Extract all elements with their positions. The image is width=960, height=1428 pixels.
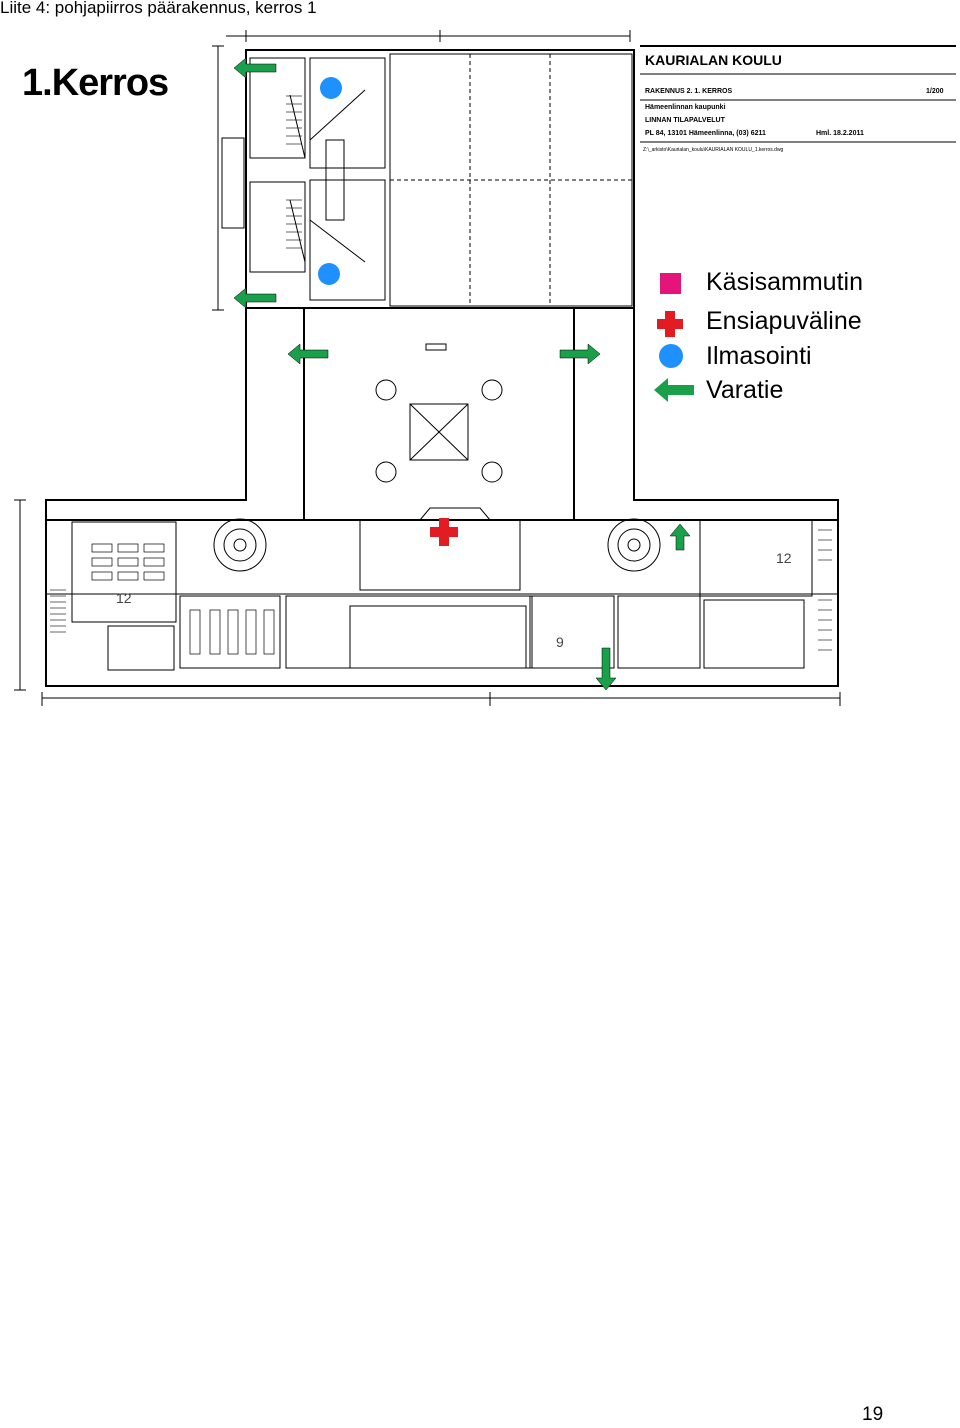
legend-extinguisher-label: Käsisammutin xyxy=(706,268,863,296)
room-number: 12 xyxy=(776,550,792,566)
title-block-building: RAKENNUS 2. 1. KERROS xyxy=(645,88,733,95)
lower-wing-rooms xyxy=(46,519,838,671)
ventilation-marker xyxy=(320,77,342,99)
legend-symbols xyxy=(654,273,694,402)
lobby xyxy=(359,343,521,591)
upper-block-rooms xyxy=(221,53,633,307)
title-block-frame xyxy=(640,45,956,143)
classroom-furniture xyxy=(91,543,275,655)
extinguisher-legend-icon xyxy=(660,273,681,294)
plan-symbols xyxy=(318,77,458,546)
floor-plan-drawing xyxy=(14,30,956,706)
room-number: 12 xyxy=(116,590,132,606)
room-number: 9 xyxy=(556,634,564,650)
legend-exit-label: Varatie xyxy=(706,376,784,404)
title-block-org1: Hämeenlinnan kaupunki xyxy=(645,104,726,111)
floor-title: 1.Kerros xyxy=(22,62,169,104)
ventilation-marker xyxy=(318,263,340,285)
exit-arrows xyxy=(233,57,691,691)
title-block-date: Hml. 18.2.2011 xyxy=(816,130,864,137)
spiral-stairs xyxy=(213,518,661,572)
legend-ventilation-label: Ilmasointi xyxy=(706,342,812,370)
first-aid-legend-icon xyxy=(657,311,683,337)
title-block-org2: LINNAN TILAPALVELUT xyxy=(645,117,725,124)
title-block-name: KAURIALAN KOULU xyxy=(645,52,782,68)
stairs xyxy=(286,95,302,249)
exit-legend-icon xyxy=(654,378,694,402)
wall-hatching xyxy=(50,529,832,651)
page-number: 19 xyxy=(862,1404,884,1425)
ventilation-legend-icon xyxy=(659,344,683,368)
first-aid-marker xyxy=(430,518,458,546)
title-block-file-path: Z:\_arkisto\Kaurialan_koulu\KAURIALAN KO… xyxy=(643,147,784,153)
legend-first-aid-label: Ensiapuväline xyxy=(706,307,862,335)
dimension-lines xyxy=(14,30,841,706)
page-caption: Liite 4: pohjapiirros päärakennus, kerro… xyxy=(0,0,317,17)
title-block-scale: 1/200 xyxy=(926,88,944,95)
title-block-address: PL 84, 13101 Hämeenlinna, (03) 6211 xyxy=(645,130,766,137)
